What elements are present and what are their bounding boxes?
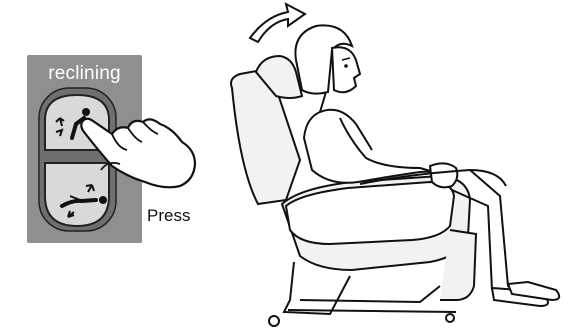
press-label: Press	[147, 206, 190, 226]
arrow-forward-icon	[250, 4, 305, 42]
massage-chair	[231, 56, 476, 326]
recline-down-button[interactable]	[45, 163, 109, 226]
